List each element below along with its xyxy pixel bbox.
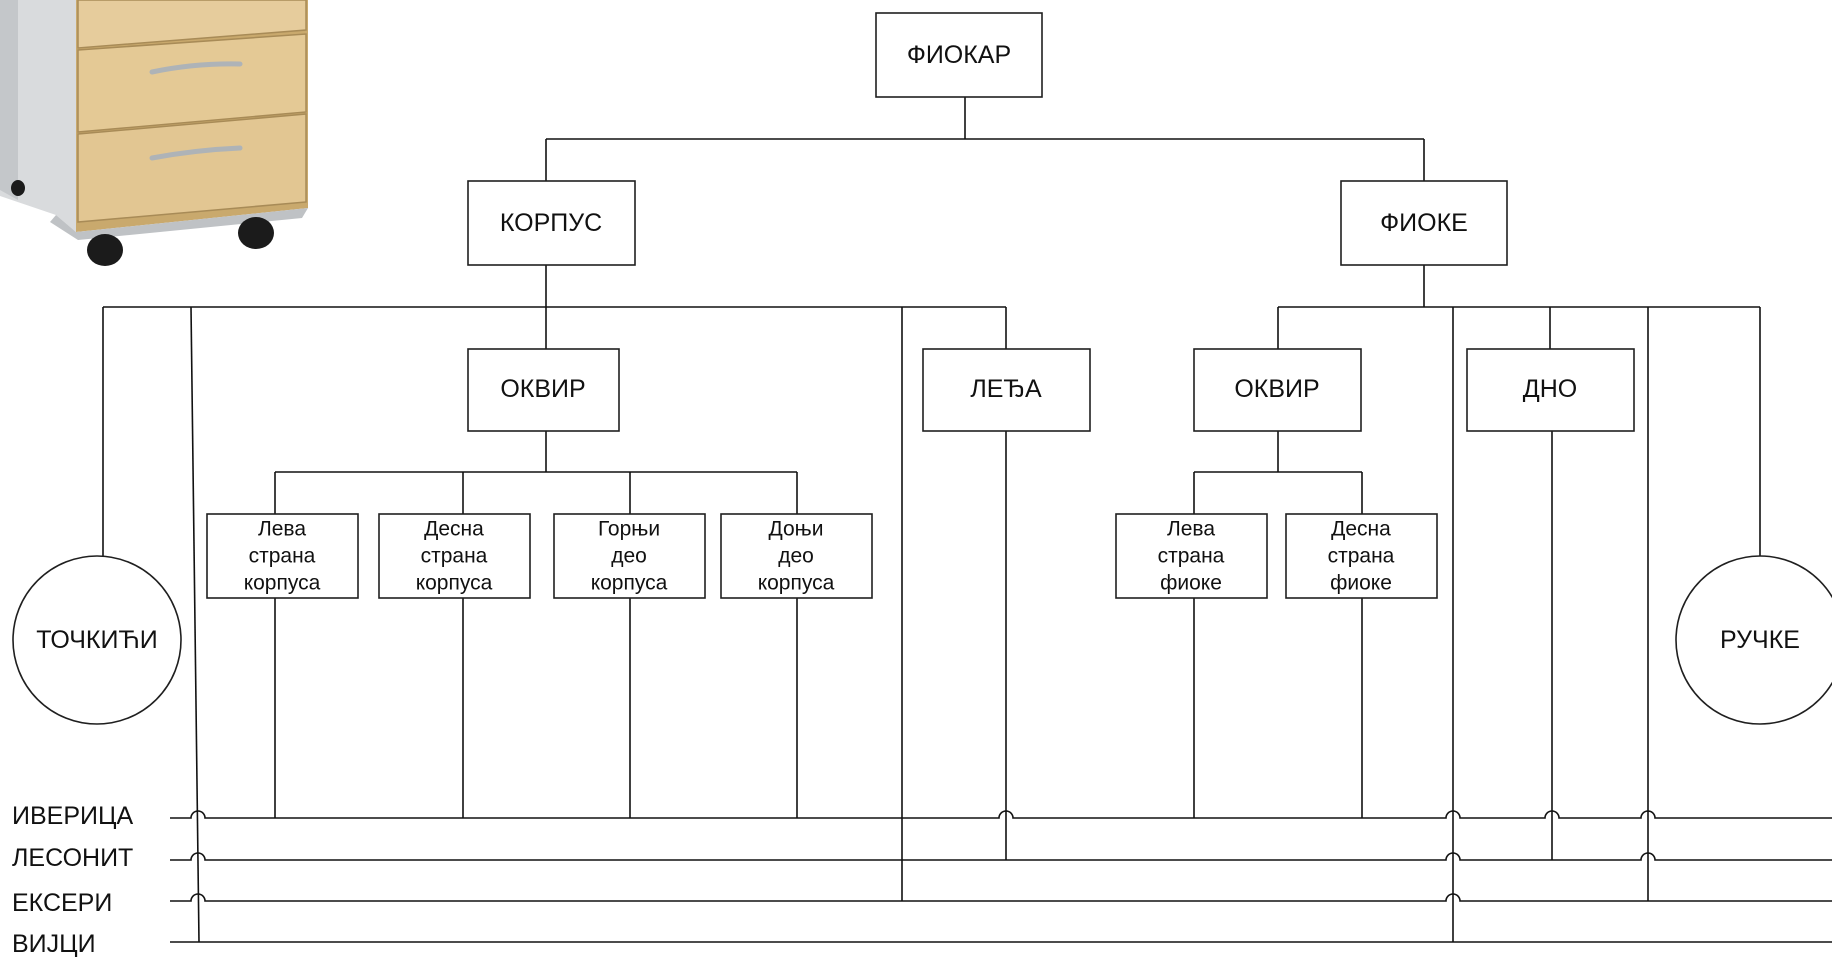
node-label: РУЧКЕ bbox=[1720, 626, 1800, 654]
node-leva-strana-korpusa: Лева страна корпуса bbox=[206, 513, 359, 599]
node-label: корпуса bbox=[758, 572, 835, 595]
node-label: корпуса bbox=[416, 572, 493, 595]
node-label: ФИОКАР bbox=[907, 41, 1011, 69]
node-gornji-deo-korpusa: Горњи део корпуса bbox=[553, 513, 706, 599]
node-label: ФИОКЕ bbox=[1380, 209, 1468, 237]
node-desna-strana-fioke: Десна страна фиоке bbox=[1285, 513, 1438, 599]
node-fiokar: ФИОКАР bbox=[875, 12, 1043, 98]
node-label: страна bbox=[1328, 545, 1395, 568]
material-lines bbox=[170, 810, 1832, 943]
node-label: КОРПУС bbox=[500, 209, 602, 237]
node-tockici: ТОЧКИЋИ bbox=[12, 555, 182, 725]
node-ledja: ЛЕЂА bbox=[922, 348, 1091, 432]
material-label-iverica: ИВЕРИЦА bbox=[12, 802, 133, 830]
material-label-lesonit: ЛЕСОНИТ bbox=[12, 844, 133, 872]
node-label: страна bbox=[421, 545, 488, 568]
node-desna-strana-korpusa: Десна страна корпуса bbox=[378, 513, 531, 599]
node-label: део bbox=[778, 545, 814, 568]
wheel-icon bbox=[11, 180, 25, 196]
node-label: Десна bbox=[424, 518, 484, 541]
node-donji-deo-korpusa: Доњи део корпуса bbox=[720, 513, 873, 599]
node-dno: ДНО bbox=[1466, 348, 1635, 432]
node-label: страна bbox=[249, 545, 316, 568]
material-label-ekseri: ЕКСЕРИ bbox=[12, 889, 112, 917]
material-label-vijci: ВИЈЦИ bbox=[12, 930, 96, 958]
node-leva-strana-fioke: Лева страна фиоке bbox=[1115, 513, 1268, 599]
node-okvir-korpus: ОКВИР bbox=[467, 348, 620, 432]
node-korpus: КОРПУС bbox=[467, 180, 636, 266]
node-label: део bbox=[611, 545, 647, 568]
rail-ekseri bbox=[170, 893, 1832, 902]
rail-iverica bbox=[170, 810, 1832, 819]
node-label: Лева bbox=[1167, 518, 1215, 541]
node-label: фиоке bbox=[1330, 572, 1392, 595]
drawer-cabinet-photo bbox=[0, 0, 308, 266]
node-label: ТОЧКИЋИ bbox=[36, 626, 158, 654]
node-label: ОКВИР bbox=[500, 375, 585, 403]
node-label: корпуса bbox=[244, 572, 321, 595]
node-label: корпуса bbox=[591, 572, 668, 595]
node-label: ОКВИР bbox=[1234, 375, 1319, 403]
node-rucke: РУЧКЕ bbox=[1675, 555, 1832, 725]
node-okvir-fioke: ОКВИР bbox=[1193, 348, 1362, 432]
node-label: страна bbox=[1158, 545, 1225, 568]
node-label: ЛЕЂА bbox=[970, 375, 1042, 403]
node-label: Горњи bbox=[598, 518, 660, 541]
tree-connectors bbox=[102, 97, 1761, 943]
rail-lesonit bbox=[170, 852, 1832, 861]
node-label: Лева bbox=[258, 518, 306, 541]
wheel-icon bbox=[87, 234, 123, 266]
node-label: ДНО bbox=[1523, 375, 1577, 403]
wheel-icon bbox=[238, 217, 274, 249]
node-label: Доњи bbox=[769, 518, 824, 541]
node-fioke: ФИОКЕ bbox=[1340, 180, 1508, 266]
node-label: фиоке bbox=[1160, 572, 1222, 595]
material-labels: ИВЕРИЦА ЛЕСОНИТ ЕКСЕРИ ВИЈЦИ bbox=[12, 802, 133, 958]
node-label: Десна bbox=[1331, 518, 1391, 541]
